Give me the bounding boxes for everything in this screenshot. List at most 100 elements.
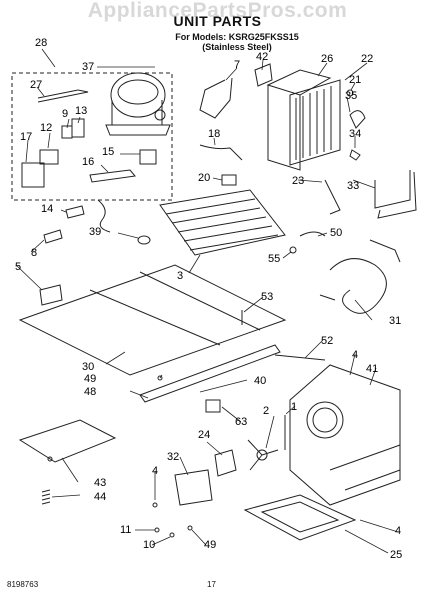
callout-label: 55 xyxy=(268,253,280,265)
callout-label: 8 xyxy=(31,247,37,259)
drain-pan-25 xyxy=(243,494,357,541)
part-18-tube xyxy=(199,144,243,161)
callout-label: 3 xyxy=(177,270,183,282)
callout-label: 52 xyxy=(321,335,333,347)
footer-doc-number: 8198763 xyxy=(7,580,39,589)
callout-label: 12 xyxy=(40,122,52,134)
part-16 xyxy=(89,169,136,183)
callout-label: 7 xyxy=(234,59,240,71)
callout-label: 48 xyxy=(84,386,96,398)
part-49-top xyxy=(157,375,163,381)
rod-52 xyxy=(274,354,326,361)
callout-label: 43 xyxy=(94,477,106,489)
callout-label: 33 xyxy=(347,180,359,192)
base-frame-5 xyxy=(18,264,287,376)
screw-49-lower xyxy=(187,525,193,531)
bracket-32 xyxy=(174,469,213,506)
part-20 xyxy=(221,174,237,186)
part-63 xyxy=(205,399,221,413)
callout-label: 10 xyxy=(143,539,155,551)
callout-label: 23 xyxy=(292,175,304,187)
part-35 xyxy=(349,110,366,129)
callout-label: 32 xyxy=(167,451,179,463)
callout-label: 49 xyxy=(84,373,96,385)
callout-label: 1 xyxy=(291,401,297,413)
models-line: For Models: KSRG25FKSS15 xyxy=(175,32,299,42)
part-17 xyxy=(21,162,45,188)
part-21 xyxy=(346,89,354,97)
footer-page-number: 17 xyxy=(207,580,216,589)
callout-label: 42 xyxy=(256,51,268,63)
part-13 xyxy=(71,118,85,138)
callout-label: 4 xyxy=(352,349,358,361)
spring-44 xyxy=(41,489,51,505)
part-15 xyxy=(139,149,157,165)
cover-plate-43 xyxy=(18,419,117,463)
callout-label: 25 xyxy=(390,549,402,561)
callout-label: 2 xyxy=(263,405,269,417)
callout-label: 4 xyxy=(395,525,401,537)
callout-label: 39 xyxy=(89,226,101,238)
screw-10 xyxy=(169,532,175,538)
callout-label: 17 xyxy=(20,131,32,143)
compressor-assembly-box xyxy=(11,72,173,201)
part-42 xyxy=(254,63,273,87)
callout-label: 13 xyxy=(75,105,87,117)
part-9 xyxy=(61,125,73,139)
callout-label: 37 xyxy=(82,61,94,73)
callout-label: 20 xyxy=(198,172,210,184)
callout-label: 31 xyxy=(389,315,401,327)
part-8 xyxy=(43,229,63,244)
part-33 xyxy=(374,170,417,219)
relay-part-27 xyxy=(37,89,89,103)
callout-label: 30 xyxy=(82,361,94,373)
callout-label: 5 xyxy=(15,261,21,273)
part-34 xyxy=(349,149,361,161)
callout-label: 63 xyxy=(235,416,247,428)
page-title: UNIT PARTS xyxy=(173,13,262,29)
callout-label: 26 xyxy=(321,53,333,65)
callout-label: 18 xyxy=(208,128,220,140)
part-7-tube xyxy=(199,77,233,119)
bracket-40 xyxy=(139,344,281,403)
fan-blade-2 xyxy=(247,439,279,471)
callout-label: 35 xyxy=(345,90,357,102)
grommet-39 xyxy=(137,235,151,245)
condenser-22 xyxy=(289,79,341,166)
callout-label: 21 xyxy=(349,74,361,86)
callout-label: 24 xyxy=(198,429,210,441)
callout-label: 40 xyxy=(254,375,266,387)
callout-label: 34 xyxy=(349,128,361,140)
callout-label: 50 xyxy=(330,227,342,239)
part-55 xyxy=(289,246,297,254)
callout-label: 14 xyxy=(41,203,53,215)
screw-4-lower xyxy=(152,502,158,508)
callout-label: 15 xyxy=(102,146,114,158)
callout-label: 9 xyxy=(62,108,68,120)
part-12 xyxy=(39,149,59,165)
wiring-harness-31 xyxy=(319,239,401,314)
callout-label: 44 xyxy=(94,491,106,503)
callout-label: 4 xyxy=(152,465,158,477)
callout-label: 53 xyxy=(261,291,273,303)
callout-label: 49 xyxy=(204,539,216,551)
watermark: AppliancePartsPros.com xyxy=(87,0,348,22)
variant-line: (Stainless Steel) xyxy=(202,42,272,52)
callout-label: 27 xyxy=(30,79,42,91)
callout-label: 16 xyxy=(82,156,94,168)
callout-label: 41 xyxy=(366,363,378,375)
evaporator-coil-3 xyxy=(159,189,286,256)
callout-label: 11 xyxy=(120,524,131,536)
wire xyxy=(97,199,111,233)
machine-compartment-41 xyxy=(289,364,401,506)
part-26-cover xyxy=(266,69,332,96)
callout-label: 22 xyxy=(361,53,373,65)
part-23 xyxy=(324,179,341,215)
part-14 xyxy=(65,205,85,219)
compressor xyxy=(105,72,171,136)
callout-label: 28 xyxy=(35,37,47,49)
part-50 xyxy=(299,231,326,237)
screw-11 xyxy=(154,527,160,533)
